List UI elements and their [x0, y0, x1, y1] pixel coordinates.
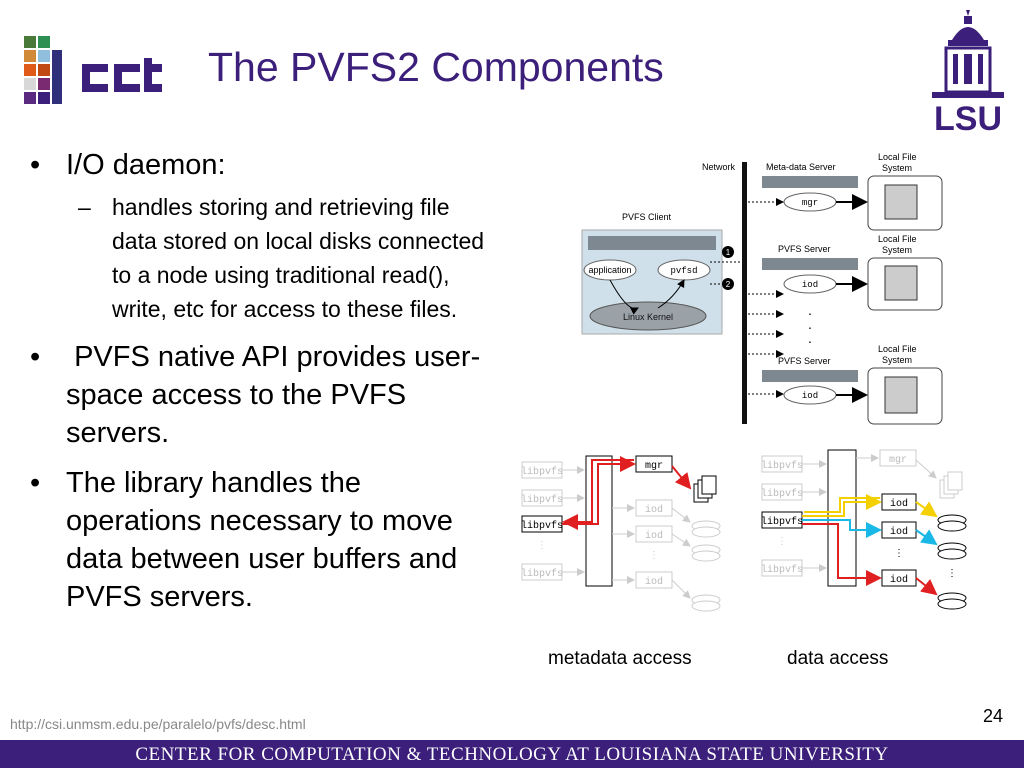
ellipsis: · — [808, 333, 813, 349]
page-title: The PVFS2 Components — [208, 44, 664, 90]
local-fs-3-line1: Local File — [878, 344, 917, 354]
mgr-label: mgr — [889, 455, 907, 466]
local-fs-2-line1: Local File — [878, 234, 917, 244]
source-link[interactable]: http://csi.unmsm.edu.pe/paralelo/pvfs/de… — [10, 716, 306, 732]
libpvfs-label-active: libpvfs — [761, 516, 803, 528]
mgr-label: mgr — [645, 461, 663, 472]
pvfs-architecture-diagram: Network PVFS Client application pvfsd Li… — [581, 152, 943, 425]
libpvfs-label: libpvfs — [761, 460, 803, 472]
ellipsis: ⋮ — [777, 536, 787, 547]
lsu-logo-text: LSU — [934, 100, 1002, 132]
bullet-io-daemon: •I/O daemon: — [30, 149, 226, 181]
pvfs-client-label: PVFS Client — [622, 212, 672, 222]
local-fs-2-line2: System — [882, 245, 912, 255]
sub-bullet-io-daemon: –handles storing and retrieving file dat… — [78, 194, 485, 322]
ellipsis: ⋮ — [649, 550, 659, 561]
iod-label: iod — [890, 498, 908, 510]
metadata-access-diagram: libpvfs libpvfs libpvfs ⋮ libpvfs mgr io… — [521, 455, 721, 612]
local-fs-3-line2: System — [882, 355, 912, 365]
iod-label: iod — [645, 504, 663, 516]
marker-1: 1 — [726, 248, 731, 257]
pvfs-server-1-label: PVFS Server — [778, 244, 831, 254]
pvfs-server-2-label: PVFS Server — [778, 356, 831, 366]
marker-2: 2 — [726, 280, 731, 289]
data-access-diagram: libpvfs libpvfs libpvfs ⋮ libpvfs mgr io… — [761, 449, 967, 610]
iod-label: iod — [645, 576, 663, 588]
bullet-native-api: • PVFS native API provides user-space ac… — [30, 341, 481, 449]
libpvfs-label: libpvfs — [761, 564, 803, 576]
bullet-text: The library handles the operations neces… — [66, 467, 458, 613]
sub-bullet-text: handles storing and retrieving file data… — [112, 194, 485, 322]
metadata-server-label: Meta-data Server — [766, 162, 836, 172]
libpvfs-label: libpvfs — [521, 494, 563, 506]
network-label: Network — [702, 162, 736, 172]
network-backbone — [742, 162, 747, 424]
cct-logo-text: cct — [162, 116, 164, 118]
iod-2-label: iod — [802, 391, 818, 401]
libpvfs-label: libpvfs — [521, 568, 563, 580]
iod-1-label: iod — [802, 280, 818, 290]
ellipsis: ⋮ — [947, 568, 957, 579]
client-server-rack — [588, 236, 716, 250]
local-fs-1-line1: Local File — [878, 152, 917, 162]
cct-logo: cct — [24, 36, 164, 118]
bullet-text: PVFS native API provides user-space acce… — [66, 341, 481, 449]
ellipsis: · — [808, 305, 813, 321]
network-switch — [827, 449, 857, 587]
metadata-access-caption: metadata access — [548, 648, 692, 669]
application-node — [583, 259, 637, 281]
pvfsd-label: pvfsd — [670, 266, 697, 276]
linux-kernel-label: Linux Kernel — [623, 312, 673, 322]
page-number: 24 — [983, 706, 1004, 726]
iod-label: iod — [890, 526, 908, 538]
ellipsis: · — [808, 319, 813, 335]
application-label: application — [588, 265, 631, 275]
data-access-caption: data access — [787, 648, 889, 669]
ellipsis: ⋮ — [894, 548, 904, 559]
bullet-library: •The library handles the operations nece… — [30, 467, 458, 613]
iod-label: iod — [645, 530, 663, 542]
libpvfs-label: libpvfs — [521, 466, 563, 478]
local-fs-1-line2: System — [882, 163, 912, 173]
iod-label: iod — [890, 574, 908, 586]
ellipsis: ⋮ — [537, 540, 547, 551]
bullet-list: •I/O daemon: –handles storing and retrie… — [30, 146, 500, 616]
libpvfs-label-active: libpvfs — [521, 520, 563, 532]
libpvfs-label: libpvfs — [761, 488, 803, 500]
linux-kernel-node — [589, 301, 707, 331]
lsu-logo: LSU — [932, 10, 1004, 132]
mgr-label: mgr — [802, 198, 818, 208]
bullet-text: I/O daemon: — [66, 149, 226, 181]
footer-bar: CENTER FOR COMPUTATION & TECHNOLOGY AT L… — [0, 740, 1024, 768]
